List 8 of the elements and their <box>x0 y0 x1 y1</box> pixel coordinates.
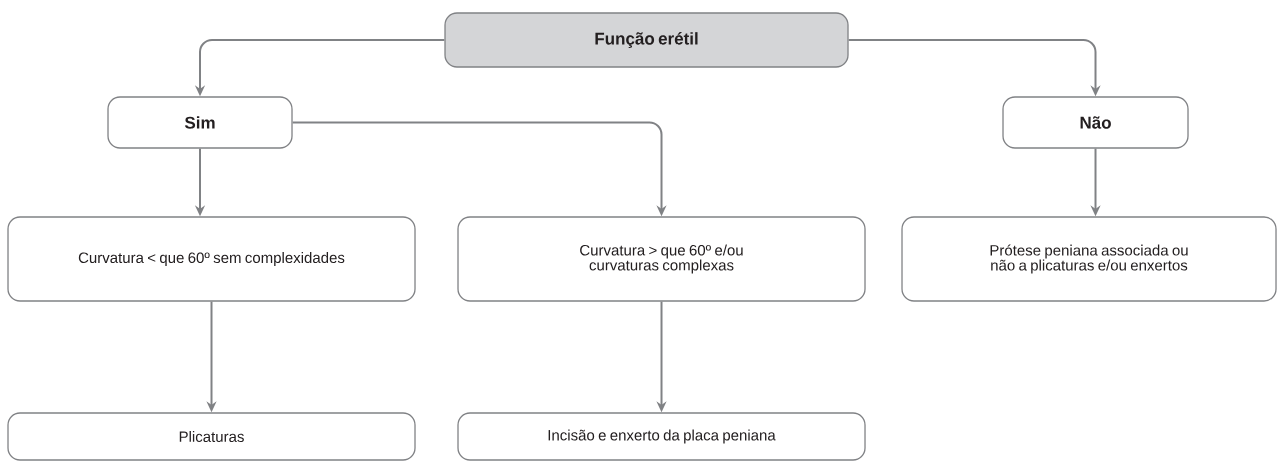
process-box: Curvatura < que 60º sem complexidades <box>7 216 416 302</box>
process-box: Prótese peniana associada ou não a plicaturas e/ou enxertos <box>901 216 1277 302</box>
decision-box: Função erétil <box>444 12 849 68</box>
process-box: Plicaturas <box>7 412 416 461</box>
option-box: Não <box>1002 96 1189 149</box>
process-box: Curvatura > que 60º e/ou curvaturas complexas <box>457 216 866 302</box>
process-box: Incisão e enxerto da placa peniana <box>457 412 866 461</box>
option-box: Sim <box>107 96 293 149</box>
